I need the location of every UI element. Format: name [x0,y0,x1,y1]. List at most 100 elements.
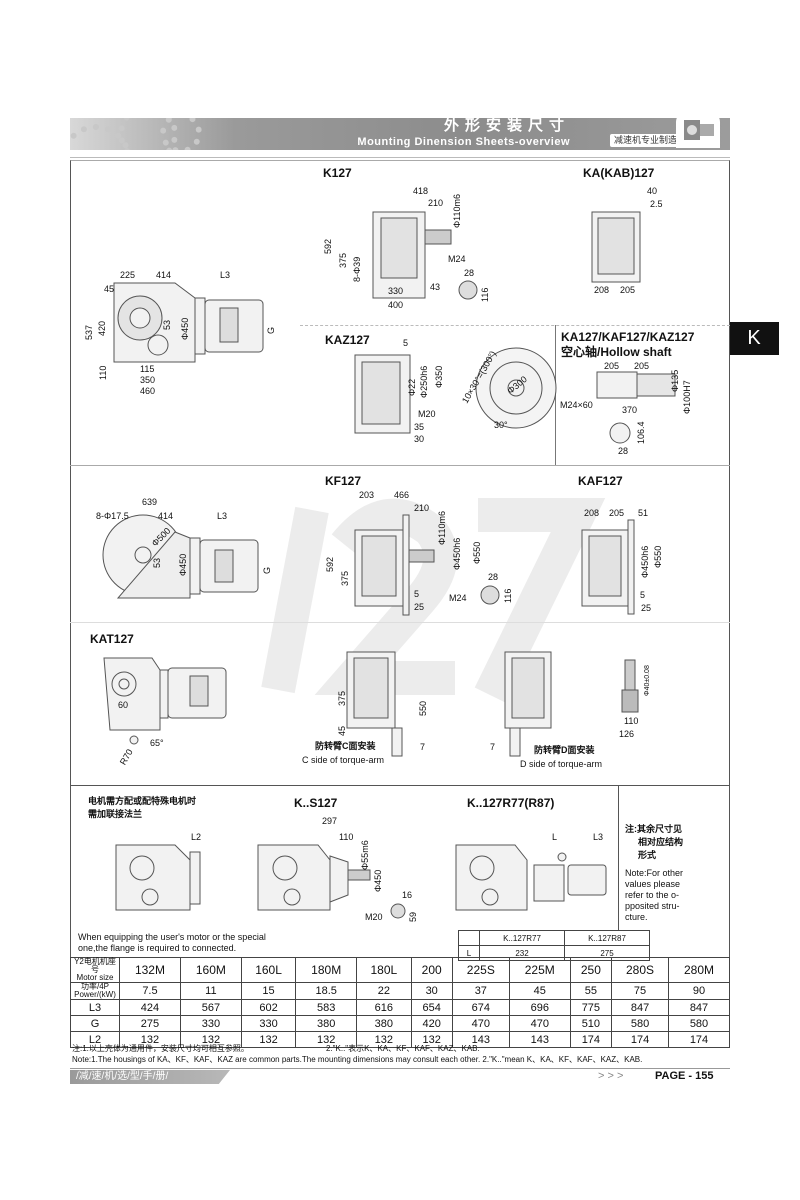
dim-label: 35 [414,422,425,432]
divider [70,465,730,466]
dim-label: 205 [609,508,625,518]
table-cell: 567 [179,999,242,1016]
dim-label: 25 [414,602,425,612]
dim-label: 420 [97,320,107,336]
dim-label: 115 [140,364,155,374]
row-header: L3 [70,999,120,1016]
dim-label: 40 [647,186,658,196]
dim-label: 297 [322,816,338,826]
table-cell: 15 [240,982,297,1000]
footer-divider [70,1068,730,1069]
dim-label: L3 [220,270,231,280]
drawing-title-k127: K127 [323,166,352,180]
d-side-label-en: D side of torque-arm [520,759,603,769]
dim-label: 414 [156,270,172,280]
dim-label: 45 [337,725,347,736]
table-cell: 132M [119,957,181,983]
dim-label: 7 [420,742,426,752]
table-cell: 847 [668,999,730,1016]
dim-label: 116 [503,588,513,603]
gear-decoration-icon [160,118,202,150]
table-cell: 602 [240,999,297,1016]
table-cell: 132 [179,1031,242,1048]
table-cell: 180M [295,957,358,983]
flange-title-cn-2: 需加联接法兰 [88,809,143,819]
dim-label: 205 [620,285,636,295]
table-cell: 160M [179,957,242,983]
dim-label: 466 [394,490,410,500]
dim-label: 59 [408,911,418,922]
dim-label: G [266,326,276,334]
gearbox-logo-icon [676,112,720,148]
dim-label: 53 [152,557,162,568]
dim-label: 53 [162,319,172,330]
table-cell: 280M [668,957,730,983]
row-header-cn: 功率/4P [80,982,109,991]
table-cell: 775 [569,999,613,1016]
dim-label: Φ135 [670,369,680,392]
dim-label: 8-Φ39 [352,256,362,282]
dim-label: Φ250h6 [419,365,429,398]
kf127-side-view-drawing [102,514,259,599]
hollow-shaft-drawing [596,371,676,444]
drawing-title-kaf127: KAF127 [578,474,623,488]
dim-label: 418 [413,186,429,196]
dim-label: 28 [618,446,629,456]
dim-label: 203 [359,490,375,500]
table-cell: 132 [240,1031,297,1048]
dim-label: M24 [449,593,467,603]
divider [70,785,730,786]
kat127-drawing [103,657,227,745]
note-en: Note:1.The housings of KA、KF、KAF、KAZ are… [72,1055,643,1064]
side-note-cn: 注:其余尺寸见 相对应结构 形式 [625,823,683,862]
table-header: K..127R77 [479,930,565,946]
header-banner: 外形安装尺寸 Mounting Dinension Sheets-overvie… [70,118,730,150]
table-cell: 424 [119,999,181,1016]
drawing-frame [70,160,730,1040]
divider [618,785,619,930]
header-tag: 减速机专业制造商 [609,134,690,147]
dim-label: 43 [430,282,441,292]
dim-label: Φ450 [180,317,190,340]
table-cell: 11 [179,982,242,1000]
dim-label: M20 [365,912,383,922]
dim-label: Φ450h6 [640,545,650,578]
header-title-cn: 外形安装尺寸 [443,118,570,134]
table-cell: 696 [508,999,571,1016]
note-cn-2: 2."K.."表示K、KA、KF、KAF、KAZ、KAB. [326,1044,480,1053]
kf127-front-view-drawing [354,514,500,616]
table-cell: 174 [569,1031,613,1048]
side-note-cn-line: 注:其余尺寸见 [625,824,682,834]
drawing-title-k127r77: K..127R77(R87) [467,796,555,810]
dim-label: 51 [638,508,649,518]
divider [70,622,730,623]
table-cell: 580 [611,1015,669,1032]
drawing-title-hollow-shaft: KA127/KAF127/KAZ127 [561,330,695,344]
table-cell: 380 [295,1015,358,1032]
section-tab-k[interactable]: K [729,322,779,355]
flange-note-line: When equipping the user's motor or the s… [78,932,266,942]
table-cell: 174 [668,1031,730,1048]
dim-label: Φ450 [178,553,188,576]
header-title-en: Mounting Dinension Sheets-overview [357,136,570,148]
drawing-title-ks127: K..S127 [294,796,338,810]
side-note-cn-line: 形式 [638,850,657,860]
dim-label: Φ450 [373,869,383,892]
drawing-subtitle-hollow-shaft: 空心轴/Hollow shaft [561,345,672,359]
table-cell: 132 [119,1031,181,1048]
dim-label: 30° [494,420,508,430]
dim-label: 208 [584,508,600,518]
dim-label: 210 [428,198,444,208]
watermark-digit-2 [314,498,458,695]
watermark-digit-1 [261,506,329,694]
footer-arrows: > > > [598,1070,624,1082]
table-cell: 250 [569,957,613,983]
header-divider [70,157,730,158]
